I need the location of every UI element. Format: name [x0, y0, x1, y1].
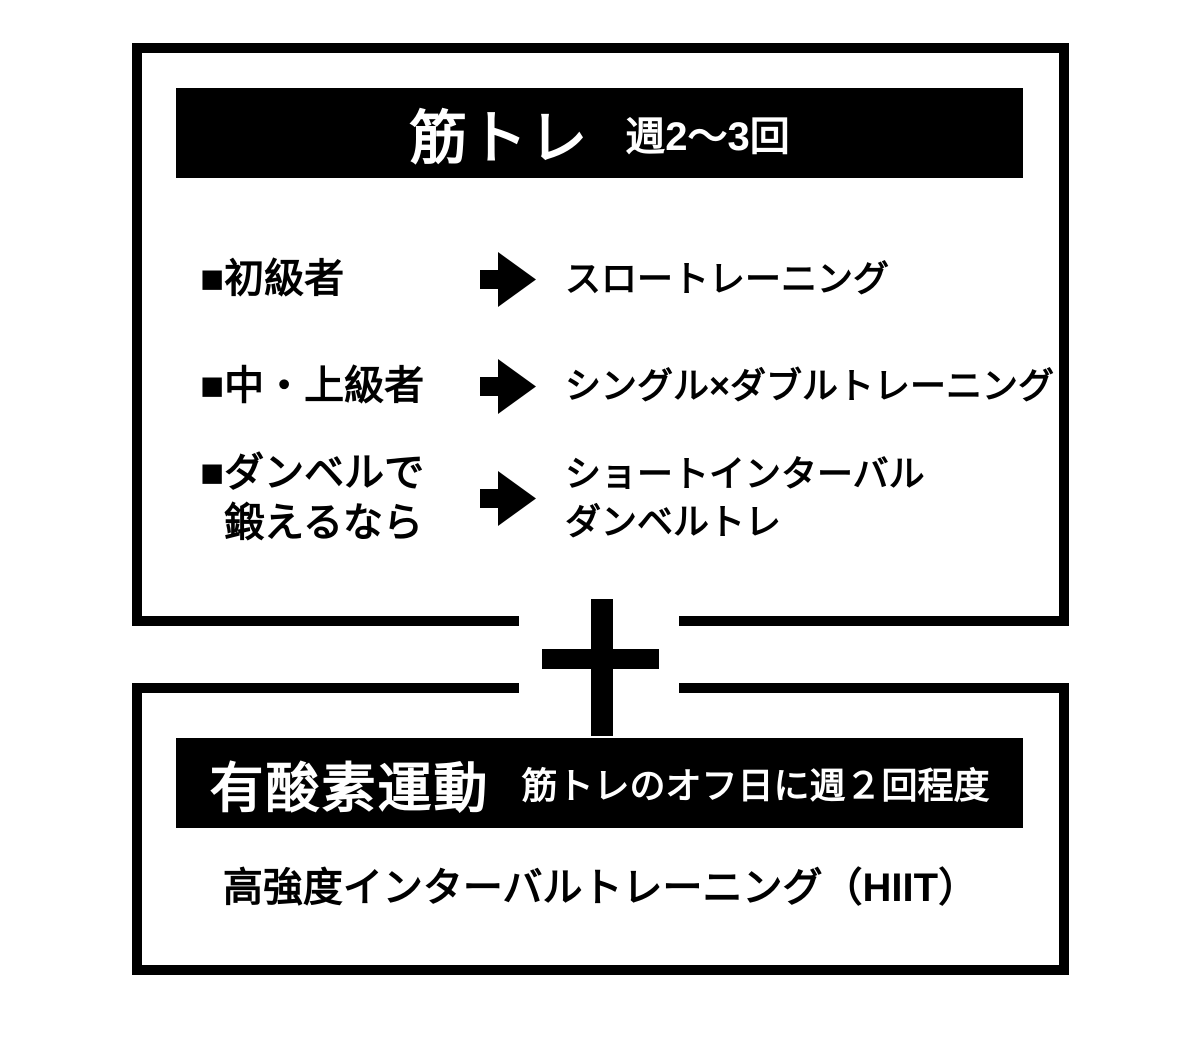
- right-arrow-icon: [480, 358, 536, 414]
- aerobic-exercise-title: 有酸素運動: [209, 758, 490, 819]
- row-intermediate-advanced-label-text: 中・上級者: [224, 364, 425, 408]
- row-intermediate-advanced-label: ■ 中・上級者: [200, 361, 480, 411]
- row-intermediate-advanced-result: シングル×ダブルトレーニング: [565, 365, 1055, 407]
- square-bullet-icon: ■: [200, 364, 225, 408]
- row-dumbbell-label-text: ダンベルで 鍛えるなら: [224, 451, 425, 545]
- row-beginner-label-text: 初級者: [224, 257, 345, 301]
- right-arrow-icon: [480, 251, 536, 307]
- aerobic-exercise-frequency: 筋トレのオフ日に週２回程度: [521, 765, 990, 806]
- row-intermediate-advanced: ■ 中・上級者 シングル×ダブルトレーニング: [200, 357, 1054, 415]
- strength-training-header: 筋トレ 週2〜3回: [176, 88, 1023, 178]
- right-arrow-icon: [480, 470, 536, 526]
- row-dumbbell: ■ ダンベルで 鍛えるなら ショートインターバル ダンベルトレ: [200, 448, 925, 548]
- aerobic-exercise-header: 有酸素運動 筋トレのオフ日に週２回程度: [176, 738, 1023, 828]
- hiit-text: 高強度インターバルトレーニング（HIIT）: [222, 866, 979, 910]
- plus-icon-horizontal-bar: [542, 649, 659, 669]
- row-beginner-label: ■ 初級者: [200, 254, 480, 304]
- strength-training-title: 筋トレ: [409, 106, 590, 171]
- row-dumbbell-label: ■ ダンベルで 鍛えるなら: [200, 448, 480, 548]
- row-beginner-result: スロートレーニング: [565, 258, 890, 300]
- row-dumbbell-result: ショートインターバル ダンベルトレ: [565, 453, 925, 542]
- row-beginner: ■ 初級者 スロートレーニング: [200, 250, 889, 308]
- square-bullet-icon: ■: [200, 451, 225, 495]
- strength-training-box: 筋トレ 週2〜3回 ■ 初級者 スロートレーニング ■ 中・上級者 シン: [132, 43, 1069, 626]
- strength-training-frequency: 週2〜3回: [625, 115, 790, 159]
- square-bullet-icon: ■: [200, 257, 225, 301]
